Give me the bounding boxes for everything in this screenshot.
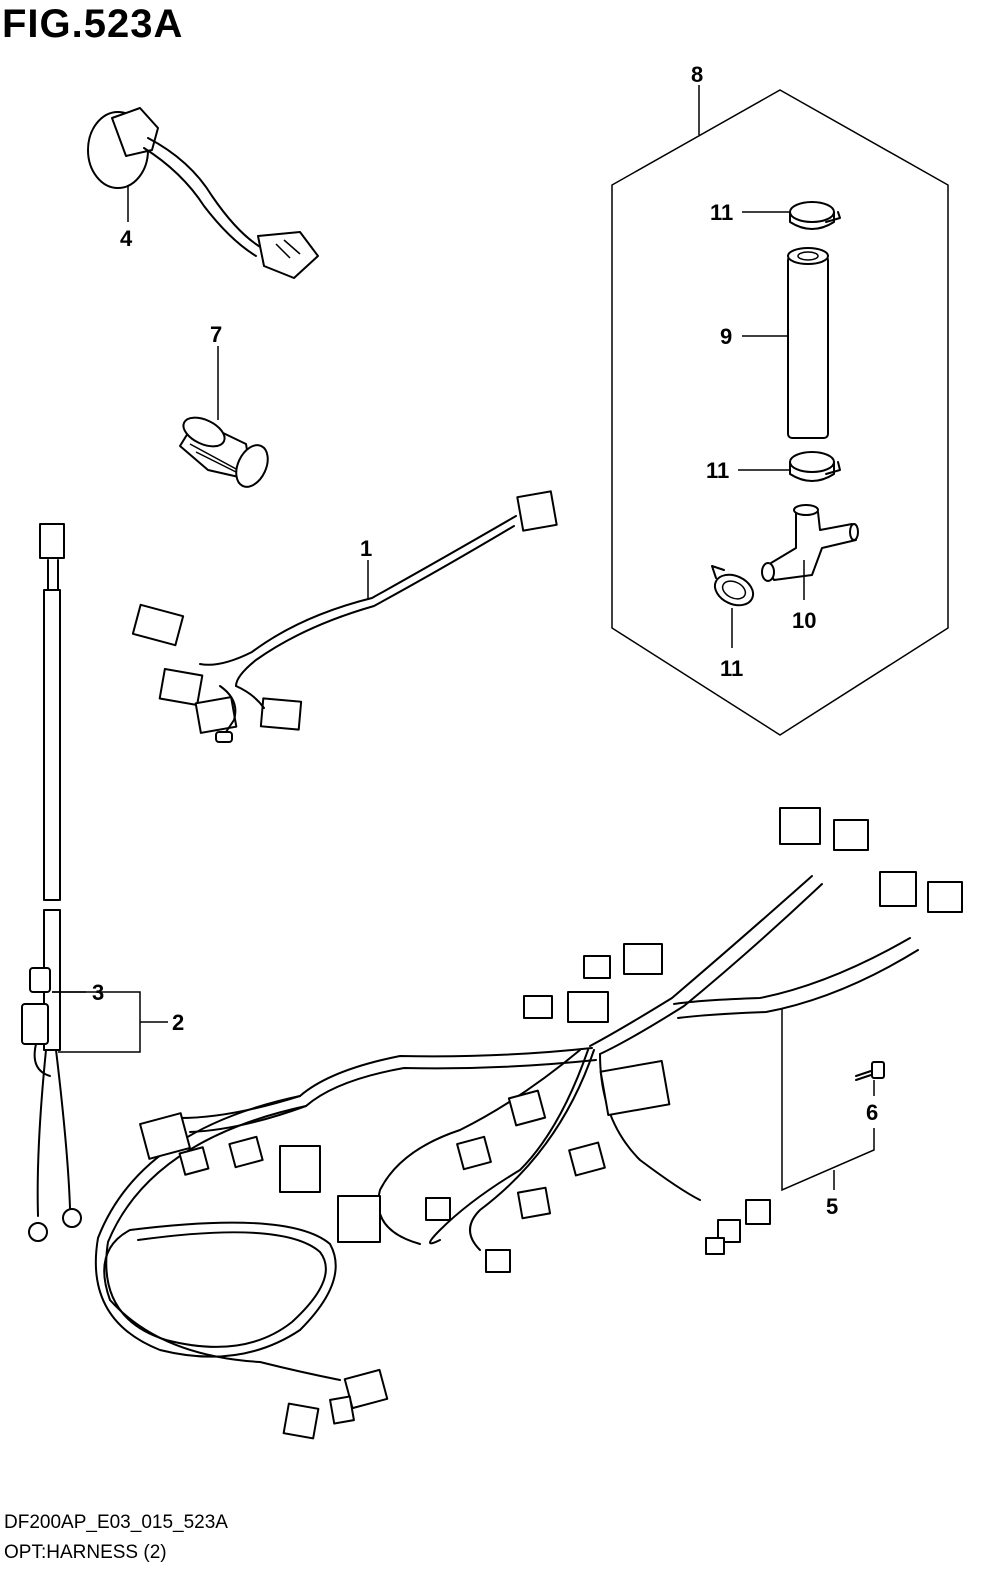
callout-1[interactable]: 1	[360, 536, 372, 561]
callout-8[interactable]: 8	[691, 62, 703, 87]
clamp-11-bottom[interactable]	[710, 565, 758, 611]
callout-4[interactable]: 4	[120, 226, 133, 251]
lead-2[interactable]	[28, 523, 82, 1242]
harness-4[interactable]	[87, 107, 319, 279]
harness-5[interactable]	[94, 807, 963, 1440]
plug-7[interactable]	[179, 412, 274, 492]
callout-11-middle[interactable]: 11	[706, 458, 729, 483]
kit-8-outline	[611, 89, 949, 736]
callout-3[interactable]: 3	[92, 980, 104, 1005]
drawing-code: DF200AP_E03_015_523A	[4, 1512, 228, 1533]
callout-10[interactable]: 10	[792, 608, 816, 633]
callout-7[interactable]: 7	[210, 322, 222, 347]
leader-5-bracket	[781, 1008, 875, 1192]
harness-1[interactable]	[131, 490, 558, 743]
bolt-6[interactable]	[855, 1061, 885, 1081]
callout-2[interactable]: 2	[172, 1010, 184, 1035]
callout-11-bottom[interactable]: 11	[720, 656, 743, 681]
callout-5[interactable]: 5	[826, 1194, 838, 1219]
fuse-3[interactable]	[21, 967, 51, 1077]
clamp-11-middle[interactable]	[789, 451, 841, 482]
callout-6[interactable]: 6	[866, 1100, 878, 1125]
clamp-11-top[interactable]	[789, 201, 841, 230]
callout-11-top[interactable]: 11	[710, 200, 733, 225]
hose-9[interactable]	[787, 247, 829, 439]
fitting-10[interactable]	[761, 504, 859, 582]
callout-9[interactable]: 9	[720, 324, 732, 349]
figure-caption: OPT:HARNESS (2)	[4, 1542, 167, 1563]
figure-title: FIG.523A	[2, 2, 184, 46]
